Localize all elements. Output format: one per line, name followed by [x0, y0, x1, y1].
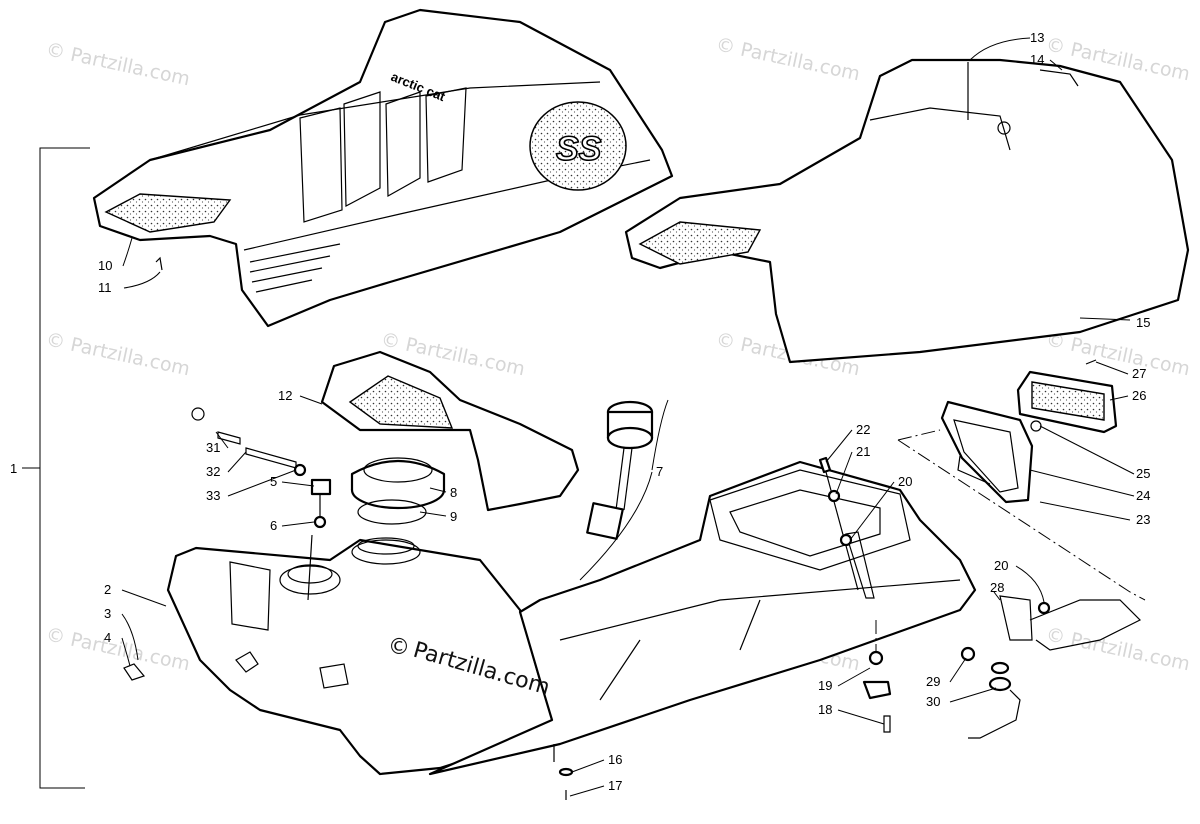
- watermark: © Partzilla.com: [44, 38, 192, 90]
- watermark: © Partzilla.com: [44, 328, 192, 380]
- callout-label: 10: [98, 258, 112, 273]
- callout-label: 31: [206, 440, 220, 455]
- front-seat: SS arctic cat: [92, 8, 674, 328]
- callout-label: 23: [1136, 512, 1150, 527]
- callout-label: 30: [926, 694, 940, 709]
- callout-label: 3: [104, 606, 111, 621]
- callout-label: 6: [270, 518, 277, 533]
- callout-label: 9: [450, 509, 457, 524]
- callout-label: 5: [270, 474, 277, 489]
- callout-label: 32: [206, 464, 220, 479]
- watermark: © Partzilla.com: [1044, 328, 1192, 380]
- callout-label: 14: [1030, 52, 1044, 67]
- callout-label: 26: [1132, 388, 1146, 403]
- callout-label: 16: [608, 752, 622, 767]
- assembly-bracket: [22, 147, 90, 789]
- callout-label: 33: [206, 488, 220, 503]
- callout-label: 19: [818, 678, 832, 693]
- callout-label: 22: [856, 422, 870, 437]
- callout-label: 24: [1136, 488, 1150, 503]
- fuel-cap: [350, 457, 446, 525]
- callout-label: 21: [856, 444, 870, 459]
- callout-label: 28: [990, 580, 1004, 595]
- callout-label: 17: [608, 778, 622, 793]
- callout-label: 13: [1030, 30, 1044, 45]
- callout-label: 1: [10, 461, 17, 476]
- copyright-symbol: ©: [388, 635, 410, 660]
- callout-label: 2: [104, 582, 111, 597]
- callout-label: 18: [818, 702, 832, 717]
- callout-label: 15: [1136, 315, 1150, 330]
- callout-label: 29: [926, 674, 940, 689]
- backrest-panel: [320, 350, 580, 512]
- taillight-assembly: [897, 370, 1146, 601]
- callout-label: 4: [104, 630, 111, 645]
- fuel-tank: [166, 537, 562, 776]
- callout-label: 27: [1132, 366, 1146, 381]
- hardware: [123, 256, 1142, 800]
- callout-label: 20: [898, 474, 912, 489]
- callout-label: 25: [1136, 466, 1150, 481]
- ss-logo-badge: [529, 101, 627, 191]
- ss-logo-text: SS: [556, 130, 602, 168]
- watermark: © Partzilla.com: [44, 623, 192, 675]
- fuel-sender: [586, 400, 654, 540]
- seat-base: [428, 460, 977, 776]
- callout-label: 12: [278, 388, 292, 403]
- callout-labels: 1 2 3 4 5 6 7 8 9 10 11 12 13 14 15 16 1…: [10, 30, 1150, 793]
- callout-label: 11: [98, 280, 112, 295]
- watermark: © Partzilla.com: [714, 33, 862, 85]
- rear-seat: [624, 58, 1190, 364]
- leader-lines: [121, 37, 1135, 797]
- callout-label: 8: [450, 485, 457, 500]
- callout-label: 20: [994, 558, 1008, 573]
- callout-label: 7: [656, 464, 663, 479]
